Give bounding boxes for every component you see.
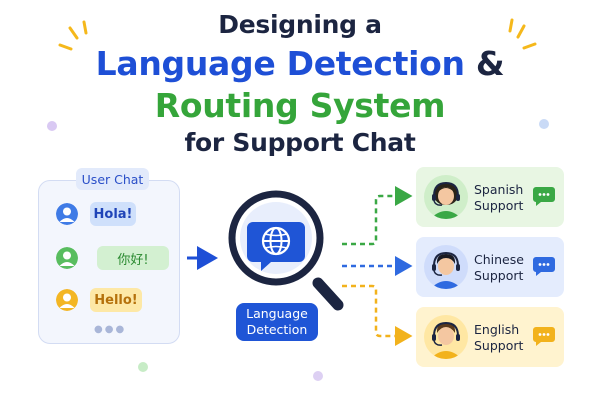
title-ampersand: & [475,44,505,83]
title-line-3: Routing System [154,86,446,125]
chinese-agent-avatar-icon [424,245,468,289]
user-avatar-yellow-icon [56,289,78,311]
route-title: Chinese [474,252,524,267]
route-connector-spanish [342,186,413,246]
route-connector-english [342,284,413,346]
chat-bubble-icon [533,187,555,206]
chat-bubble-icon [533,327,555,346]
title-line-4: for Support Chat [184,128,416,157]
user-avatar-green-icon [56,247,78,269]
title-line-1: Designing a [218,10,382,39]
chat-bubble-icon [533,257,555,276]
route-subtitle: Support [474,338,524,354]
route-subtitle: Support [474,198,524,214]
spanish-agent-avatar-icon [424,175,468,219]
ellipsis-icon: ●●● [94,324,127,335]
user-chat-label: User Chat [76,168,149,190]
chat-bubble-english: Hello! [90,288,142,312]
user-avatar-blue-icon [56,203,78,225]
route-subtitle: Support [474,268,524,284]
title-line-2: Language Detection & [0,44,600,83]
chat-bubble-chinese: 你好! [97,246,169,270]
magnifier-globe-icon [228,190,344,311]
route-title: Spanish [474,182,524,197]
title-language-detection: Language Detection [95,44,465,83]
english-agent-avatar-icon [424,315,468,359]
language-detection-label: Language Detection [236,303,318,341]
route-title: English [474,322,520,337]
chat-bubble-spanish: Hola! [90,202,136,226]
